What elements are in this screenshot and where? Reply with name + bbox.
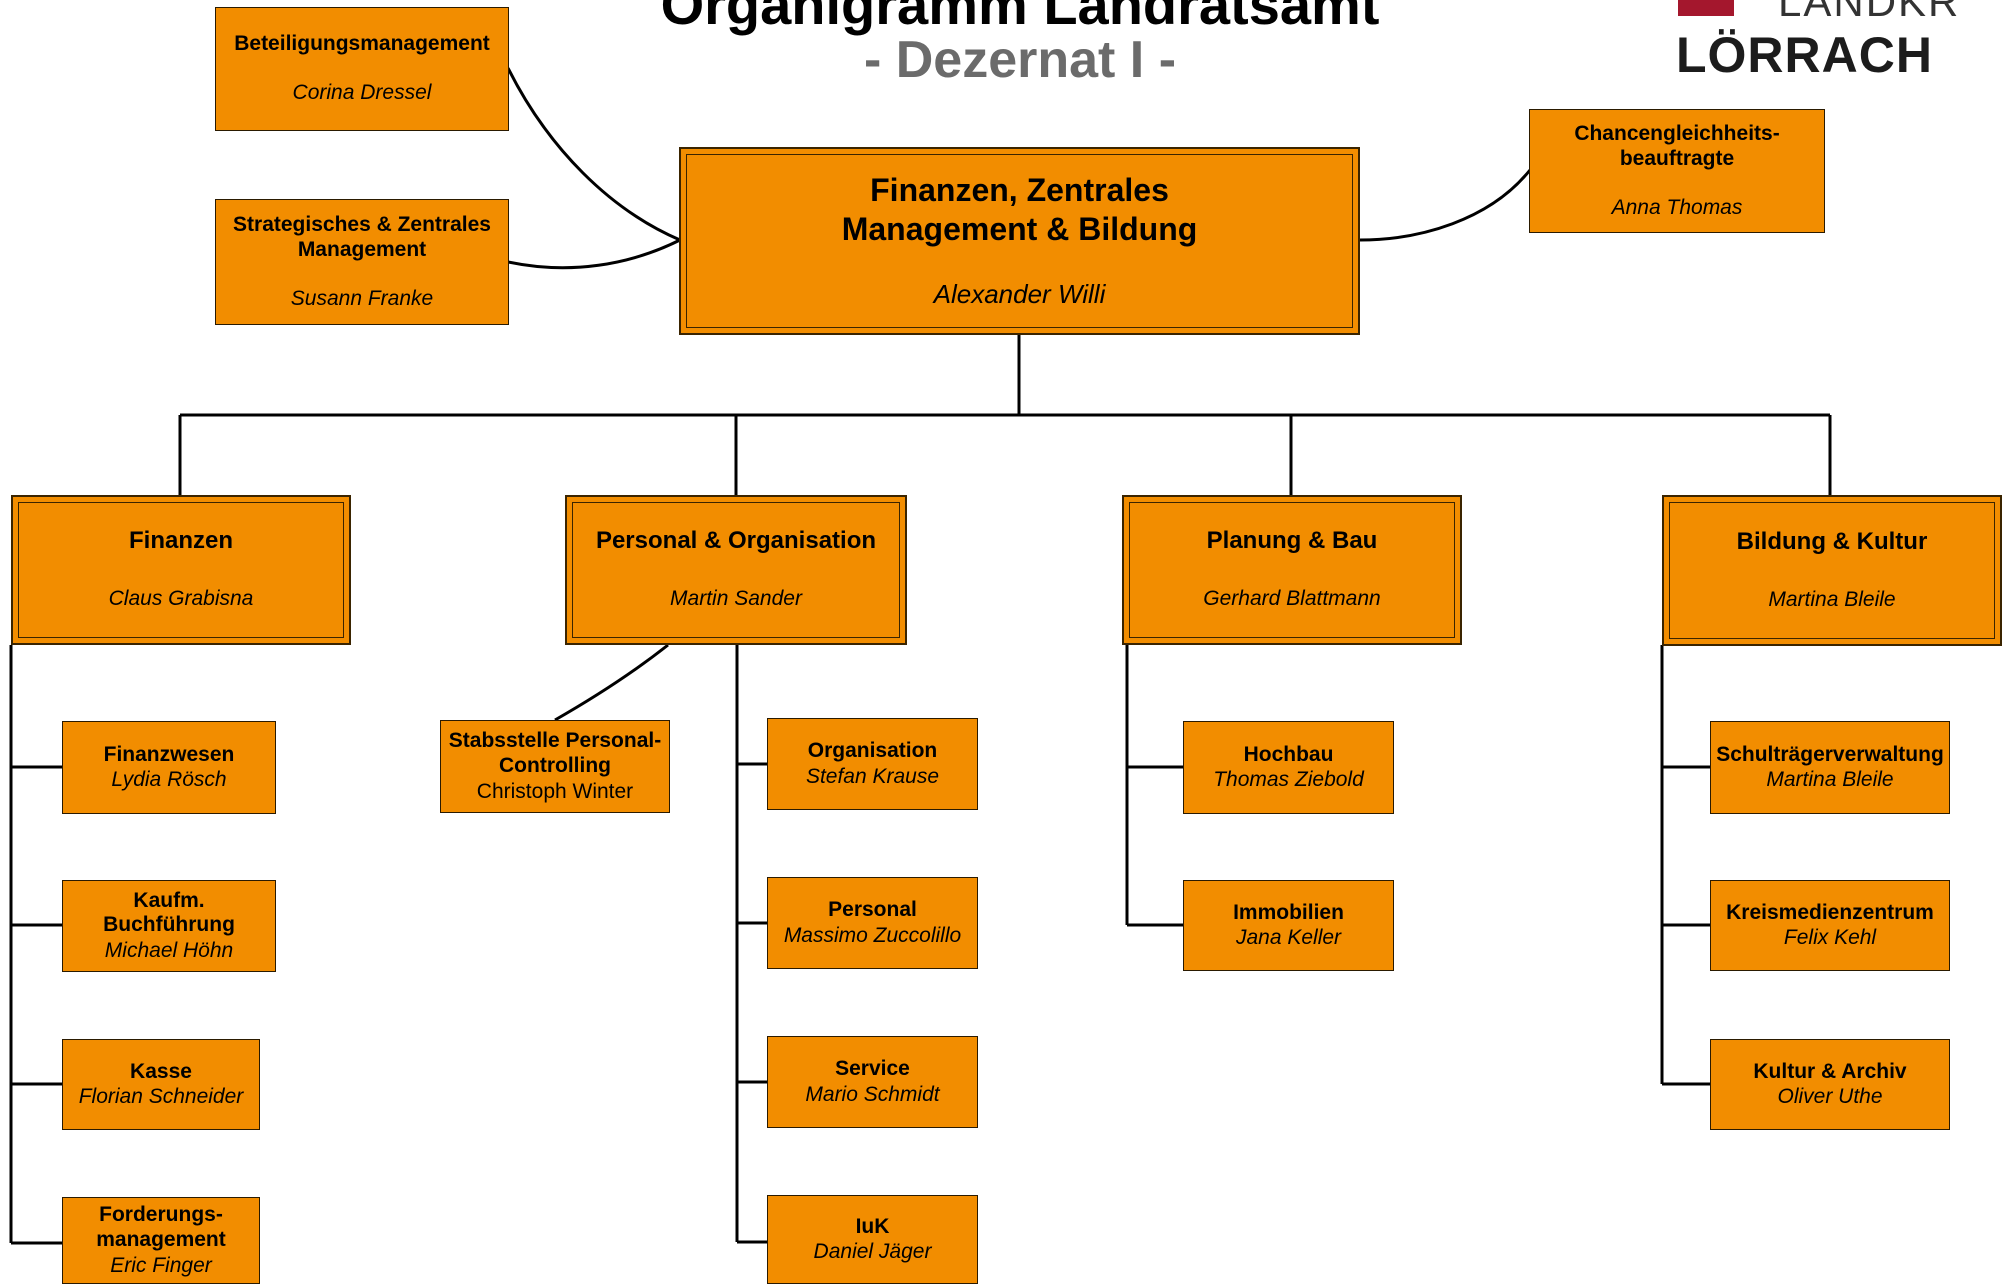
box-hochbau: Hochbau Thomas Ziebold [1183, 721, 1394, 814]
box-person: Massimo Zuccolillo [783, 923, 962, 947]
box-title: IuK [855, 1214, 890, 1238]
box-bildung-kultur: Bildung & Kultur Martina Bleile [1662, 495, 2002, 646]
box-person: Felix Kehl [1783, 926, 1877, 950]
box-person: Lydia Rösch [111, 768, 227, 792]
page-subtitle: - Dezernat I - [863, 31, 1177, 89]
box-title: Finanzen [128, 527, 233, 555]
box-title: Personal [828, 898, 917, 922]
box-person: Mario Schmidt [805, 1082, 940, 1106]
box-schultraegerverwaltung: Schulträgerverwaltung Martina Bleile [1710, 721, 1950, 814]
box-title: Finanzwesen [103, 742, 235, 766]
box-title: Kaufm. Buchführung [103, 888, 235, 937]
box-kultur-archiv: Kultur & Archiv Oliver Uthe [1710, 1039, 1950, 1130]
box-title: Stabsstelle Personal-Controlling [448, 729, 662, 777]
box-title: Planung & Bau [1206, 527, 1378, 555]
box-person: Daniel Jäger [813, 1240, 932, 1264]
box-title: Personal & Organisation [595, 527, 877, 555]
box-person: Martina Bleile [1768, 587, 1896, 611]
box-finanzen: Finanzen Claus Grabisna [11, 495, 351, 645]
box-person: Oliver Uthe [1777, 1085, 1883, 1109]
box-person: Christoph Winter [476, 779, 634, 803]
box-stabsstelle-personal-controlling: Stabsstelle Personal-Controlling Christo… [440, 720, 670, 813]
logo-name: LÖRRACH [1676, 27, 1933, 83]
box-kasse: Kasse Florian Schneider [62, 1039, 260, 1130]
box-title: Kasse [130, 1059, 192, 1083]
box-title: Beteiligungsmanagement [234, 32, 490, 56]
box-person: Claus Grabisna [108, 587, 254, 611]
box-person: Martin Sander [670, 587, 802, 611]
box-title: Forderungs-management [96, 1203, 226, 1251]
box-person: Susann Franke [290, 287, 434, 311]
box-dezernatsleitung: Finanzen, Zentrales Management & Bildung… [679, 147, 1360, 335]
box-person: Gerhard Blattmann [1203, 587, 1381, 611]
box-title: Immobilien [1233, 900, 1344, 924]
box-title: Strategisches & Zentrales Management [233, 212, 491, 261]
box-person: Martina Bleile [1766, 768, 1894, 792]
box-person: Jana Keller [1235, 926, 1342, 950]
box-service: Service Mario Schmidt [767, 1036, 978, 1128]
logo-top-text: LANDKR [1778, 0, 1961, 25]
box-kreismedienzentrum: Kreismedienzentrum Felix Kehl [1710, 880, 1950, 971]
box-person: Florian Schneider [78, 1085, 244, 1109]
box-immobilien: Immobilien Jana Keller [1183, 880, 1394, 971]
box-title: Kultur & Archiv [1753, 1059, 1907, 1083]
box-personal-organisation: Personal & Organisation Martin Sander [565, 495, 907, 645]
box-person: Corina Dressel [292, 81, 432, 105]
box-personal: Personal Massimo Zuccolillo [767, 877, 978, 969]
box-iuk: IuK Daniel Jäger [767, 1195, 978, 1284]
box-title: Chancengleichheits-beauftragte [1574, 121, 1780, 170]
box-title: Service [835, 1057, 910, 1081]
box-person: Anna Thomas [1611, 196, 1743, 220]
logo-mark [1678, 0, 1734, 16]
box-person: Michael Höhn [104, 939, 234, 963]
box-person: Thomas Ziebold [1213, 768, 1364, 792]
box-title: Organisation [807, 739, 938, 763]
box-finanzwesen: Finanzwesen Lydia Rösch [62, 721, 276, 814]
page-title: Organigramm Landratsamt [660, 0, 1380, 36]
box-title: Kreismedienzentrum [1726, 900, 1934, 924]
box-person: Stefan Krause [805, 764, 940, 788]
box-organisation: Organisation Stefan Krause [767, 718, 978, 810]
box-person: Alexander Willi [933, 279, 1106, 310]
box-title: Hochbau [1243, 742, 1334, 766]
box-person: Eric Finger [110, 1253, 212, 1277]
box-title: Schulträgerverwaltung [1716, 742, 1944, 766]
box-kaufm-buchfuehrung: Kaufm. Buchführung Michael Höhn [62, 880, 276, 972]
box-planung-bau: Planung & Bau Gerhard Blattmann [1122, 495, 1462, 645]
box-title: Finanzen, Zentrales Management & Bildung [841, 172, 1198, 247]
box-beteiligungsmanagement: Beteiligungsmanagement Corina Dressel [215, 7, 509, 131]
box-forderungsmanagement: Forderungs-management Eric Finger [62, 1197, 260, 1284]
box-strategisches-management: Strategisches & Zentrales Management Sus… [215, 199, 509, 325]
box-title: Bildung & Kultur [1736, 527, 1928, 555]
box-chancengleichheit: Chancengleichheits-beauftragte Anna Thom… [1529, 109, 1825, 233]
landkreis-logo: LANDKR LÖRRACH [1676, 0, 2008, 83]
